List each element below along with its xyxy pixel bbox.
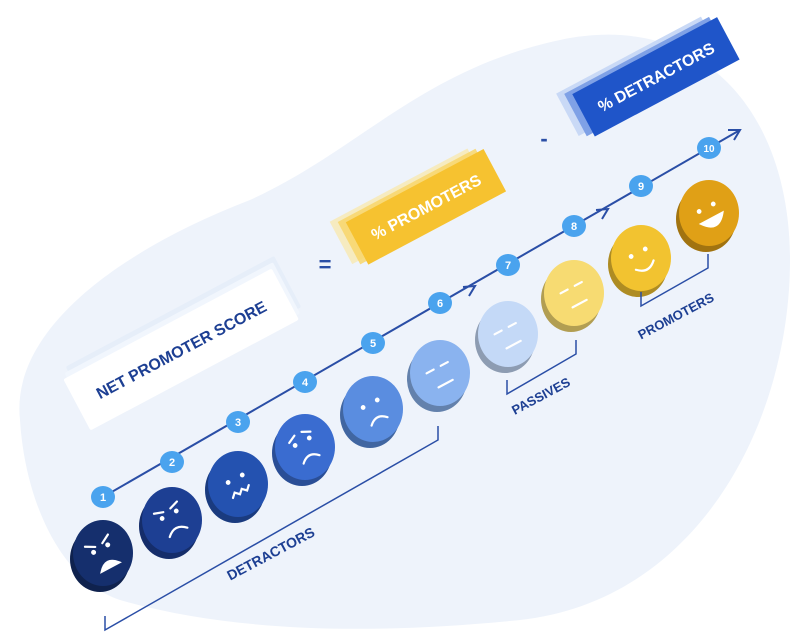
- angry-face: [70, 520, 133, 592]
- scale-badge: 8: [562, 215, 586, 237]
- badge-circle: [226, 411, 250, 433]
- grinning-face: [676, 180, 739, 252]
- neutral-face: [541, 260, 604, 332]
- detractors-bracket: [104, 426, 439, 632]
- sad-face: [340, 376, 403, 448]
- neutral-face: [475, 301, 538, 373]
- badge-number: 5: [370, 338, 376, 350]
- scale-badge: 4: [293, 371, 317, 393]
- badge-number: 4: [302, 377, 309, 389]
- scale-badge: 2: [160, 451, 184, 473]
- badge-number: 8: [571, 221, 577, 233]
- badge-number: 2: [169, 457, 175, 469]
- worried-face: [272, 414, 335, 486]
- scale-badge: 10: [697, 137, 721, 159]
- minus-sign: -: [540, 126, 547, 151]
- grimacing-face: [205, 451, 268, 523]
- badge-number: 7: [505, 260, 511, 272]
- badge-circle: [629, 175, 653, 197]
- scale-badge: 7: [496, 254, 520, 276]
- scale-badge: 5: [361, 332, 385, 354]
- badge-number: 9: [638, 181, 644, 193]
- badge-circle: [160, 451, 184, 473]
- badge-number: 1: [100, 492, 106, 504]
- promoters-bracket: [640, 254, 709, 308]
- scale-badge: 9: [629, 175, 653, 197]
- badge-circle: [562, 215, 586, 237]
- frowning-face: [139, 487, 202, 559]
- scale-badge: 1: [91, 486, 115, 508]
- neutral-face: [407, 340, 470, 412]
- group-brackets: [104, 254, 709, 632]
- badge-number: 3: [235, 417, 241, 429]
- equals-sign: =: [319, 252, 332, 277]
- badge-circle: [428, 292, 452, 314]
- badge-circle: [697, 137, 721, 159]
- scale-badges: 1 2 3 4 5 6 7 8 9 10: [91, 137, 721, 508]
- passives-bracket: [506, 340, 577, 396]
- badge-circle: [496, 254, 520, 276]
- badge-circle: [361, 332, 385, 354]
- badge-circle: [91, 486, 115, 508]
- face-scale: [70, 180, 739, 592]
- scale-badge: 3: [226, 411, 250, 433]
- badge-number: 6: [437, 298, 443, 310]
- scale-badge: 6: [428, 292, 452, 314]
- badge-circle: [293, 371, 317, 393]
- badge-number: 10: [703, 144, 715, 155]
- smiling-face: [608, 225, 671, 297]
- promoters-card: % PROMOTERS: [329, 148, 507, 265]
